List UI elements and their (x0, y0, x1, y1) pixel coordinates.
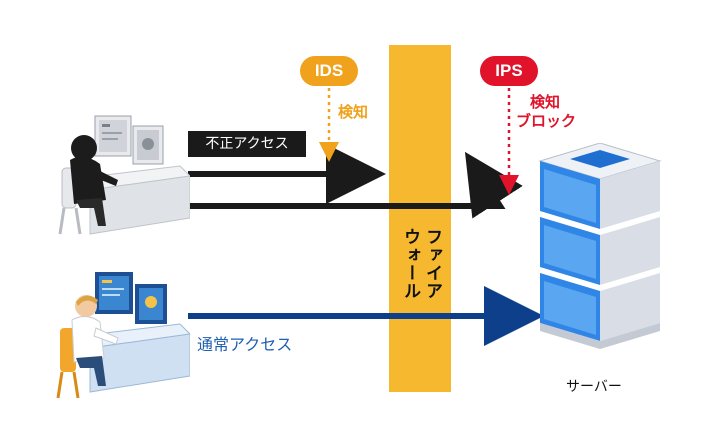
server-icon (538, 143, 662, 349)
normal-access-label: 通常アクセス (197, 335, 293, 354)
hooded-hacker-icon (58, 115, 190, 235)
firewall-label-line1: ファイア (422, 228, 442, 300)
attack-arrow-lower (188, 151, 523, 219)
office-worker-icon (56, 272, 190, 399)
ips-badge: IPS (480, 56, 538, 86)
ips-detect-label-line1: 検知 (530, 93, 561, 111)
ips-detect-label-line2: ブロック (516, 112, 577, 130)
firewall-label-line2: ウォール (400, 228, 420, 300)
ids-badge: IDS (300, 56, 358, 86)
unauthorized-access-label: 不正アクセス (188, 131, 306, 157)
firewall (389, 45, 451, 392)
server-label: サーバー (566, 379, 622, 395)
ids-detect-label: 検知 (338, 103, 369, 121)
